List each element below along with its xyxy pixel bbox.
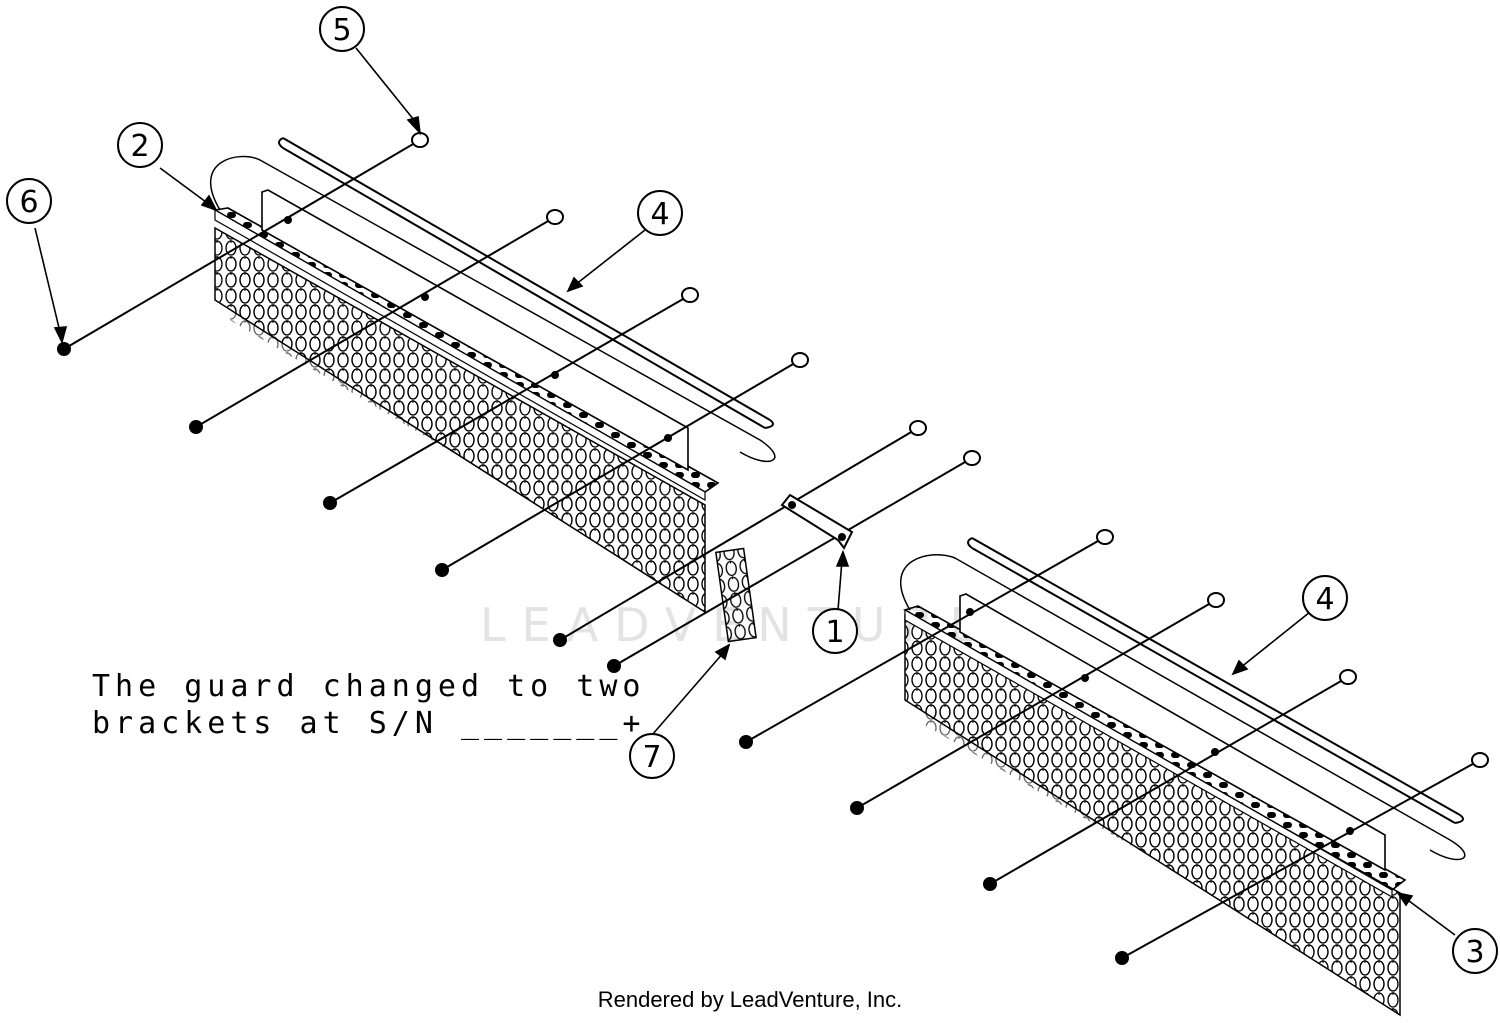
callout-3[interactable]: 3: [1452, 928, 1498, 974]
flange-right: [959, 593, 1386, 872]
bolt-lines-left: [63, 139, 973, 667]
callout-6[interactable]: 6: [6, 178, 52, 224]
bolts-right: [1096, 529, 1489, 768]
serial-note: The guard changed to two brackets at S/N…: [92, 668, 645, 742]
callout-5-label: 5: [332, 13, 351, 48]
guard-assembly-right: [900, 537, 1466, 1017]
callout-4-lower-label: 4: [1315, 582, 1334, 617]
render-credit: Rendered by LeadVenture, Inc.: [597, 987, 903, 1012]
flange-left: [261, 189, 689, 472]
wire-loop-left: [210, 155, 776, 463]
bolt-lines-right: [745, 536, 1481, 959]
nuts-left: [57, 342, 621, 673]
nuts-right: [739, 735, 1129, 965]
serial-note-line-1: The guard changed to two: [92, 669, 646, 704]
callout-4-upper-label: 4: [650, 197, 669, 232]
callout-7[interactable]: 7: [629, 733, 675, 779]
callout-4-lower[interactable]: 4: [1302, 575, 1348, 621]
center-bracket: [780, 493, 854, 550]
callout-3-label: 3: [1465, 935, 1484, 970]
serial-note-line-2: brackets at S/N _______+: [92, 706, 646, 741]
callout-6-label: 6: [19, 185, 38, 220]
bolts-left: [411, 132, 981, 466]
callout-1[interactable]: 1: [812, 608, 858, 654]
callout-2-label: 2: [130, 129, 149, 164]
callout-4-upper[interactable]: 4: [637, 190, 683, 236]
callout-2[interactable]: 2: [117, 122, 163, 168]
rod-right: [967, 537, 1465, 824]
callout-leaders: [34, 47, 1456, 936]
chain-segment: [715, 547, 757, 643]
callout-5[interactable]: 5: [319, 6, 365, 52]
rod-left: [278, 137, 775, 429]
callout-7-label: 7: [642, 740, 661, 775]
callout-1-label: 1: [825, 615, 844, 650]
wire-loop-right: [900, 554, 1466, 861]
